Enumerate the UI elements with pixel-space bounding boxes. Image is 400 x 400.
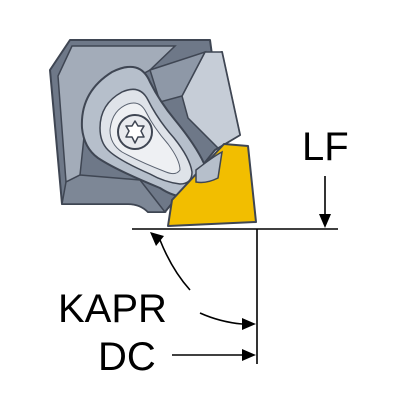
kapr-arc <box>159 239 191 291</box>
dc-label: DC <box>98 335 156 379</box>
kapr-leader-arrowhead <box>242 318 256 330</box>
torx-screw-icon <box>117 114 153 150</box>
dimension-lines <box>132 176 338 364</box>
kapr-label: KAPR <box>58 287 167 331</box>
holder-lower-ledge <box>61 174 167 213</box>
arrowheads <box>150 214 331 361</box>
insert-clamp-lip <box>195 150 223 184</box>
kapr-leader <box>199 312 243 325</box>
kapr-arc-arrowhead <box>150 232 164 246</box>
lf-label: LF <box>302 125 349 169</box>
holder-mid-facet <box>149 50 207 103</box>
cutting-insert <box>167 143 257 227</box>
torx-socket <box>125 120 145 144</box>
insert-body <box>167 143 257 227</box>
lf-arrowhead <box>319 214 331 228</box>
dc-arrowhead <box>242 349 256 361</box>
